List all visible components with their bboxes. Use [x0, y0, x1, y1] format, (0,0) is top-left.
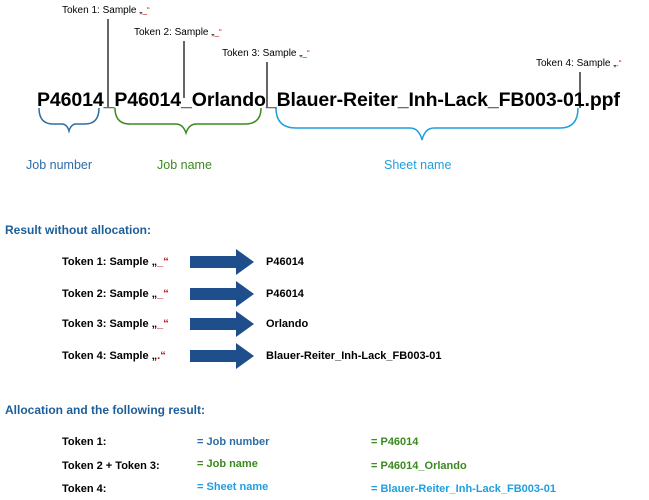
sheet-name-label: Sheet name: [384, 158, 452, 172]
filename-extension: ppf: [589, 89, 620, 111]
filename-separator-1: _: [103, 89, 115, 111]
alloc-row-2-result: = P46014_Orlando: [371, 460, 467, 472]
arrow-1: [190, 249, 254, 275]
filename-separator-3: .: [584, 89, 590, 111]
without-row-1-label: Token 1: Sample „_“: [62, 256, 169, 268]
sample-filename: P46014_P46014_Orlando_Blauer-Reiter_Inh-…: [37, 89, 620, 112]
arrow-3: [190, 311, 254, 337]
without-row-4-label: Token 4: Sample „.“: [62, 350, 166, 362]
token-1-note: Token 1: Sample „_“: [62, 5, 150, 16]
arrow-2: [190, 281, 254, 307]
token-4-note: Token 4: Sample „.“: [536, 58, 622, 69]
alloc-row-1-result: = P46014: [371, 436, 419, 448]
without-allocation-title: Result without allocation:: [5, 223, 151, 237]
without-row-2-label: Token 2: Sample „_“: [62, 288, 169, 300]
alloc-row-3-result: = Blauer-Reiter_Inh-Lack_FB003-01: [371, 483, 556, 495]
alloc-row-1-assign: = Job number: [197, 436, 270, 448]
allocation-title: Allocation and the following result:: [5, 403, 205, 417]
token-2-note: Token 2: Sample „_“: [134, 27, 222, 38]
without-row-1-value: P46014: [266, 256, 304, 268]
alloc-row-3-assign: = Sheet name: [197, 481, 269, 493]
job-name-label: Job name: [157, 158, 212, 172]
job-number-label: Job number: [26, 158, 93, 172]
sheet-name-brace: [275, 107, 579, 141]
alloc-row-2-token: Token 2 + Token 3:: [62, 460, 160, 472]
arrow-4: [190, 343, 254, 369]
job-name-brace: [114, 107, 262, 136]
without-row-3-label: Token 3: Sample „_“: [62, 318, 169, 330]
without-row-2-value: P46014: [266, 288, 304, 300]
alloc-row-2-assign: = Job name: [197, 458, 258, 470]
without-row-4-value: Blauer-Reiter_Inh-Lack_FB003-01: [266, 350, 442, 362]
token-3-note: Token 3: Sample „_“: [222, 48, 310, 59]
filename-job-name: P46014_Orlando: [114, 89, 266, 111]
without-row-3-value: Orlando: [266, 318, 309, 330]
alloc-row-3-token: Token 4:: [62, 483, 107, 495]
filename-sheet-name: Blauer-Reiter_Inh-Lack_FB003-01: [276, 89, 585, 111]
filename-job-number: P46014: [37, 89, 104, 111]
filename-separator-2: _: [265, 89, 277, 111]
job-number-brace: [38, 107, 100, 134]
alloc-row-1-token: Token 1:: [62, 436, 107, 448]
